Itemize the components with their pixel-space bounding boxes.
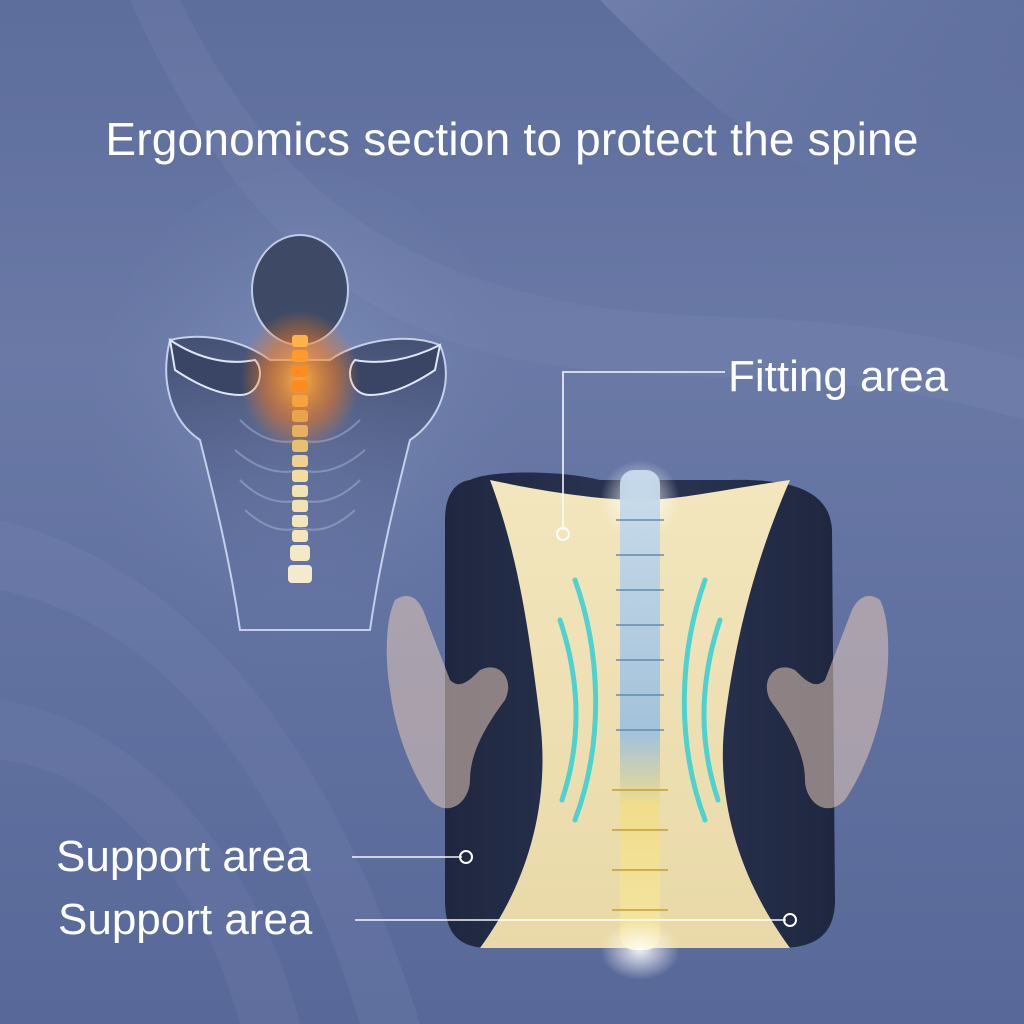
hand-left xyxy=(386,595,509,809)
fitting-area-label: Fitting area xyxy=(728,352,949,401)
support-area-label-upper: Support area xyxy=(56,832,311,881)
support-area-marker-upper xyxy=(459,850,473,864)
glowing-spine xyxy=(288,335,312,583)
page-title: Ergonomics section to protect the spine xyxy=(105,113,919,165)
support-area-label-lower: Support area xyxy=(58,895,313,944)
hand-right xyxy=(766,595,889,809)
fitting-area-marker xyxy=(556,527,570,541)
support-area-marker-lower xyxy=(783,913,797,927)
